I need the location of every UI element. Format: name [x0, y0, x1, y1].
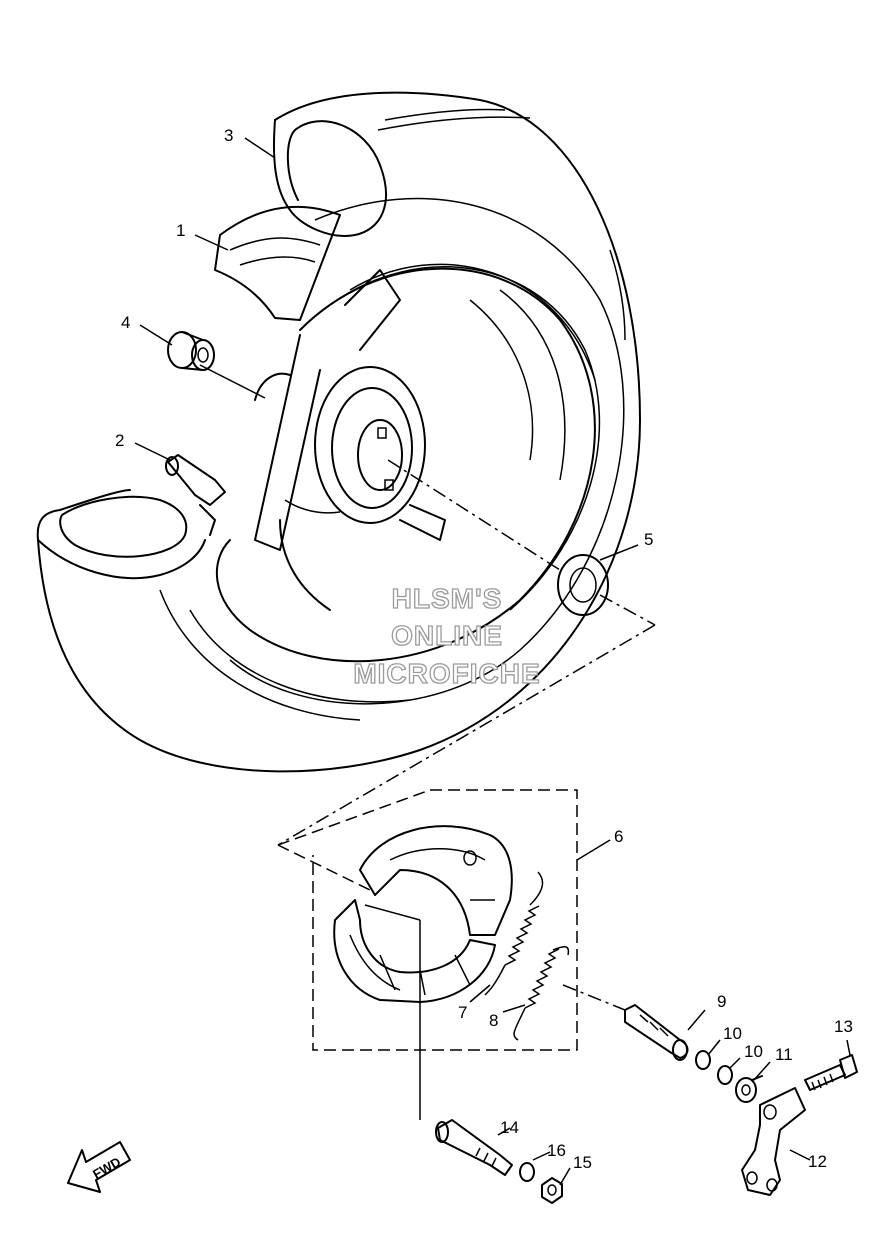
watermark: HLSM'S ONLINE MICROFICHE: [353, 582, 541, 689]
callout-10b: 10: [744, 1042, 763, 1061]
callout-6: 6: [614, 827, 623, 846]
rim-band: [214, 205, 341, 321]
washer-and-nut: [519, 1162, 563, 1204]
wear-indicator: [735, 1075, 763, 1103]
brake-camshaft: [624, 1004, 689, 1061]
callout-15: 15: [573, 1153, 592, 1172]
brake-shoes: [333, 825, 513, 1003]
callout-7: 7: [458, 1003, 467, 1022]
callout-12: 12: [808, 1152, 827, 1171]
watermark-line-3: MICROFICHE: [353, 658, 540, 689]
callout-8: 8: [489, 1011, 498, 1030]
callout-2: 2: [115, 431, 124, 450]
callout-11: 11: [775, 1045, 793, 1064]
washers: [695, 1050, 733, 1085]
assembly-lines: [199, 364, 656, 1120]
tire: [36, 91, 641, 773]
callout-13: 13: [834, 1017, 853, 1036]
fwd-label: FWD: [90, 1154, 123, 1182]
callout-5: 5: [644, 530, 653, 549]
callout-9: 9: [717, 992, 726, 1011]
callout-10a: 10: [723, 1024, 742, 1043]
leader-lines: [134, 137, 851, 1186]
callout-3: 3: [224, 126, 233, 145]
callout-labels: 1 2 3 4 5 6 7 8 9 10 10 11 12 13 14 15 1…: [115, 126, 853, 1172]
brake-shoe-kit-frame: [277, 789, 578, 1051]
cast-wheel: [216, 263, 601, 663]
callout-4: 4: [121, 313, 130, 332]
callout-1: 1: [176, 221, 185, 240]
forward-direction-arrow: FWD: [67, 1141, 131, 1193]
bolt: [804, 1054, 858, 1091]
collar: [167, 331, 215, 371]
springs: [484, 871, 570, 1041]
brake-adjuster: [435, 1119, 513, 1176]
tire-valve: [165, 454, 226, 536]
watermark-line-1: HLSM'S: [392, 583, 503, 614]
callout-16: 16: [547, 1141, 566, 1160]
oil-seal: [557, 554, 609, 616]
watermark-line-2: ONLINE: [391, 620, 503, 651]
cam-lever: [741, 1087, 806, 1196]
callout-14: 14: [500, 1118, 519, 1137]
